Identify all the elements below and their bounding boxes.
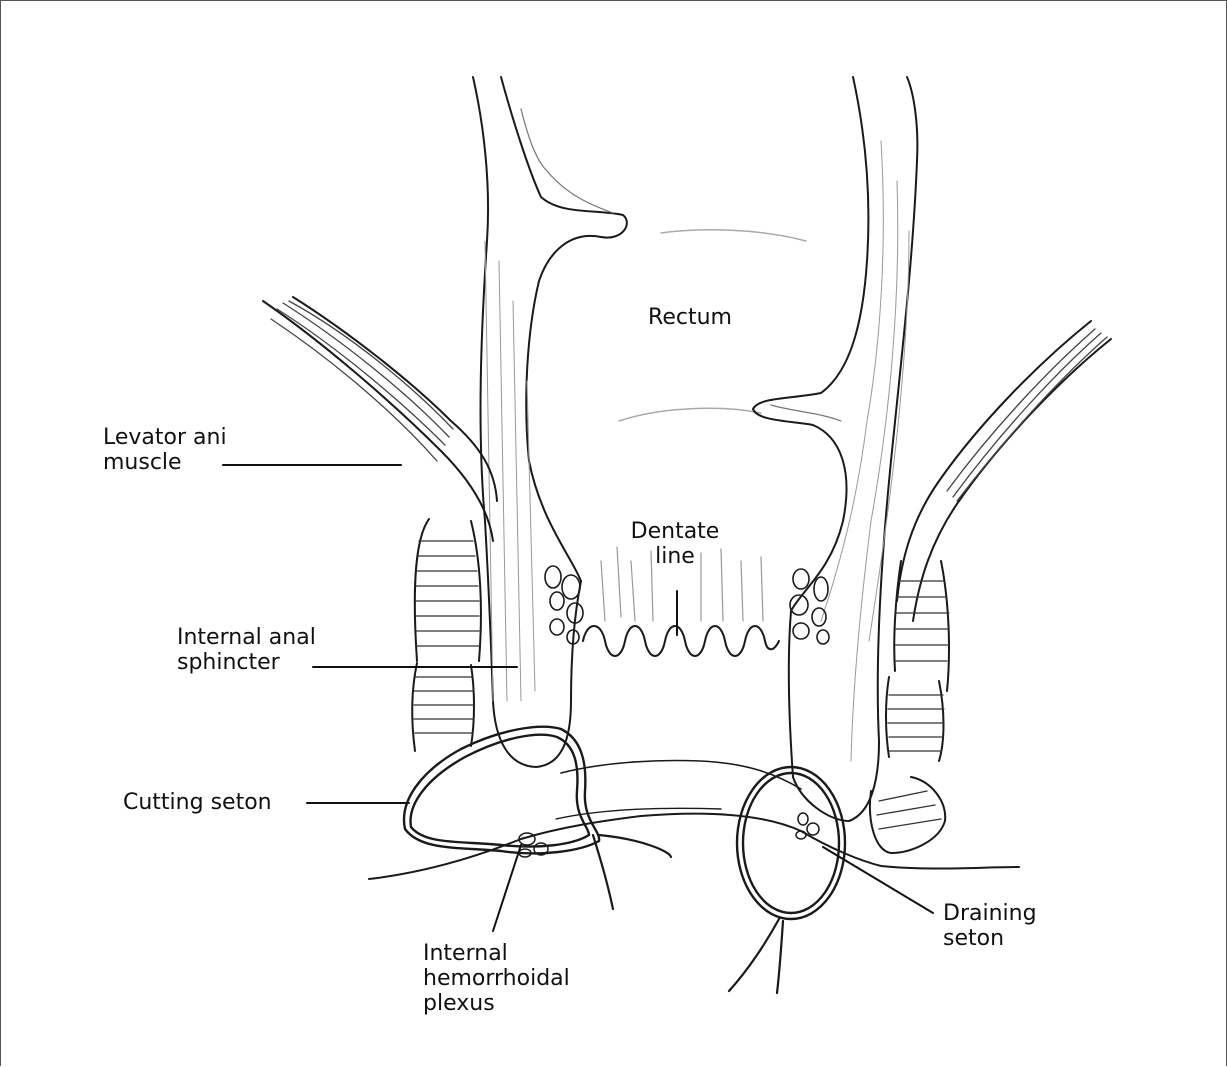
internal-anal-sphincter-label: Internal anal sphincter <box>177 625 316 675</box>
right-external-sphincter <box>870 561 949 853</box>
draining-seton-label-line1: Draining <box>943 901 1037 926</box>
draining-seton-label: Draining seton <box>943 901 1037 951</box>
levator-ani-label: Levator ani muscle <box>103 425 227 475</box>
right-hemorrhoidal-plexus <box>790 569 829 644</box>
hemorrhoidal-plexus-label-line3: plexus <box>423 991 570 1016</box>
hemorrhoidal-plexus-label-line2: hemorrhoidal <box>423 966 570 991</box>
rectal-fold-lower <box>619 408 761 421</box>
hemorrhoidal-plexus-label: Internal hemorrhoidal plexus <box>423 941 570 1016</box>
rectum-label: Rectum <box>631 305 749 330</box>
levator-ani-label-line1: Levator ani <box>103 425 227 450</box>
right-levator-ani <box>897 321 1111 621</box>
rectal-fold-upper <box>661 230 806 241</box>
dentate-line-wave <box>583 626 779 656</box>
leader-lines <box>223 465 933 931</box>
draining-seton-label-line2: seton <box>943 926 1037 951</box>
cutting-seton-label-text: Cutting seton <box>123 790 272 815</box>
draining-seton-loop <box>729 767 845 993</box>
dentate-line-label: Dentate line <box>615 519 735 569</box>
left-external-sphincter <box>412 519 481 751</box>
left-rectal-wall <box>473 77 627 767</box>
plexus-leader <box>493 845 521 931</box>
left-levator-ani <box>263 297 497 541</box>
levator-ani-label-line2: muscle <box>103 450 227 475</box>
rectum-label-text: Rectum <box>631 305 749 330</box>
internal-anal-sphincter-label-line2: sphincter <box>177 650 316 675</box>
dentate-line-label-line1: Dentate <box>615 519 735 544</box>
hemorrhoidal-plexus-label-line1: Internal <box>423 941 570 966</box>
internal-anal-sphincter-label-line1: Internal anal <box>177 625 316 650</box>
dentate-line-label-line2: line <box>615 544 735 569</box>
cutting-seton-label: Cutting seton <box>123 790 272 815</box>
